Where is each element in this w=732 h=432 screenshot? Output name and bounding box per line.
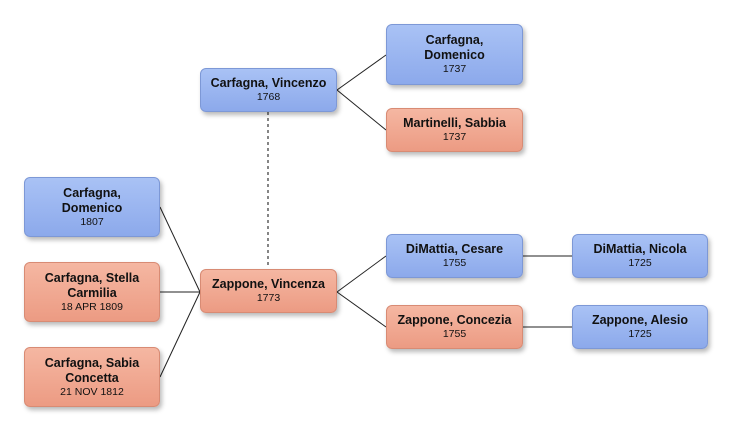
connector-vincenza-mother	[336, 291, 387, 328]
person-card-alesio[interactable]: Zappone, Alesio 1725	[572, 305, 708, 349]
person-name: Zappone, Alesio	[591, 313, 689, 327]
person-card-domenico-1737[interactable]: Carfagna, Domenico 1737	[386, 24, 523, 85]
person-name: Carfagna, Sabia Concetta	[44, 355, 140, 385]
person-name: Zappone, Vincenza	[212, 277, 325, 291]
person-name: Martinelli, Sabbia	[403, 116, 506, 130]
person-name: DiMattia, Nicola	[593, 242, 687, 256]
person-date: 1807	[80, 215, 104, 228]
person-date: 1725	[628, 328, 652, 340]
person-name: Carfagna, Stella Carmilia	[44, 270, 140, 300]
person-date: 1725	[628, 257, 652, 269]
person-card-sabia[interactable]: Carfagna, Sabia Concetta 21 NOV 1812	[24, 347, 160, 407]
connector-child-domenico	[159, 206, 201, 293]
connector-vincenzo-father	[336, 54, 387, 91]
person-date: 1737	[442, 63, 467, 75]
person-card-vincenza[interactable]: Zappone, Vincenza 1773	[200, 269, 337, 313]
person-name: DiMattia, Cesare	[405, 242, 504, 256]
person-card-stella[interactable]: Carfagna, Stella Carmilia 18 APR 1809	[24, 262, 160, 322]
person-name: Zappone, Concezia	[397, 313, 512, 327]
person-card-domenico-1807[interactable]: Carfagna, Domenico 1807	[24, 177, 160, 237]
connector-vincenzo-mother	[336, 89, 387, 131]
person-date: 21 NOV 1812	[60, 385, 124, 398]
person-name: Carfagna, Domenico	[61, 185, 123, 215]
person-date: 1768	[256, 91, 281, 103]
person-card-vincenzo[interactable]: Carfagna, Vincenzo 1768	[200, 68, 337, 112]
connector-child-sabia	[159, 291, 201, 378]
person-date: 1755	[442, 328, 467, 340]
person-card-sabbia[interactable]: Martinelli, Sabbia 1737	[386, 108, 523, 152]
person-date: 1737	[442, 131, 467, 143]
person-card-cesare[interactable]: DiMattia, Cesare 1755	[386, 234, 523, 278]
person-date: 1755	[442, 257, 467, 269]
connector-vincenza-father	[336, 255, 387, 293]
person-card-concezia[interactable]: Zappone, Concezia 1755	[386, 305, 523, 349]
person-card-nicola[interactable]: DiMattia, Nicola 1725	[572, 234, 708, 278]
person-date: 1773	[256, 292, 281, 304]
person-date: 18 APR 1809	[61, 300, 123, 313]
person-name: Carfagna, Vincenzo	[210, 76, 327, 90]
person-name: Carfagna, Domenico	[424, 33, 485, 62]
